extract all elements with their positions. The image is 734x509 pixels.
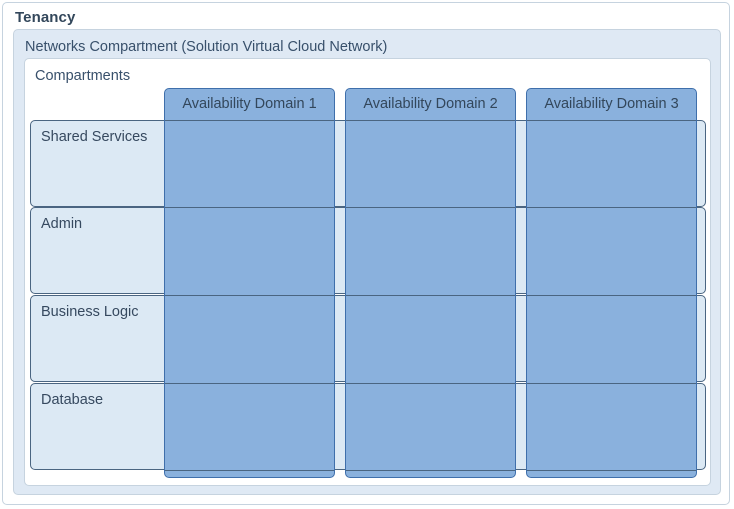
tenancy-title: Tenancy xyxy=(15,9,76,26)
row-separator xyxy=(165,207,334,208)
row-separator xyxy=(527,383,696,384)
row-separator xyxy=(346,207,515,208)
row-separator xyxy=(346,383,515,384)
row-separator xyxy=(527,120,696,121)
row-separator xyxy=(346,295,515,296)
row-separator xyxy=(346,120,515,121)
compartment-row-label: Admin xyxy=(41,216,83,232)
row-separator xyxy=(165,295,334,296)
row-separator xyxy=(346,470,515,471)
availability-domain-column-2: Availability Domain 2 xyxy=(345,88,516,478)
row-separator xyxy=(165,470,334,471)
availability-domain-column-3: Availability Domain 3 xyxy=(526,88,697,478)
compartment-row-label: Shared Services xyxy=(41,129,148,145)
availability-domain-column-1: Availability Domain 1 xyxy=(164,88,335,478)
row-separator xyxy=(527,295,696,296)
availability-domain-label: Availability Domain 2 xyxy=(363,96,498,112)
availability-domain-label: Availability Domain 1 xyxy=(182,96,317,112)
availability-domain-label: Availability Domain 3 xyxy=(544,96,679,112)
compartment-row-label: Database xyxy=(41,392,104,408)
row-separator xyxy=(165,120,334,121)
compartments-title: Compartments xyxy=(35,68,131,84)
row-separator xyxy=(527,207,696,208)
row-separator xyxy=(165,383,334,384)
compartment-row-label: Business Logic xyxy=(41,304,139,320)
networks-compartment-title: Networks Compartment (Solution Virtual C… xyxy=(25,39,388,55)
row-separator xyxy=(527,470,696,471)
